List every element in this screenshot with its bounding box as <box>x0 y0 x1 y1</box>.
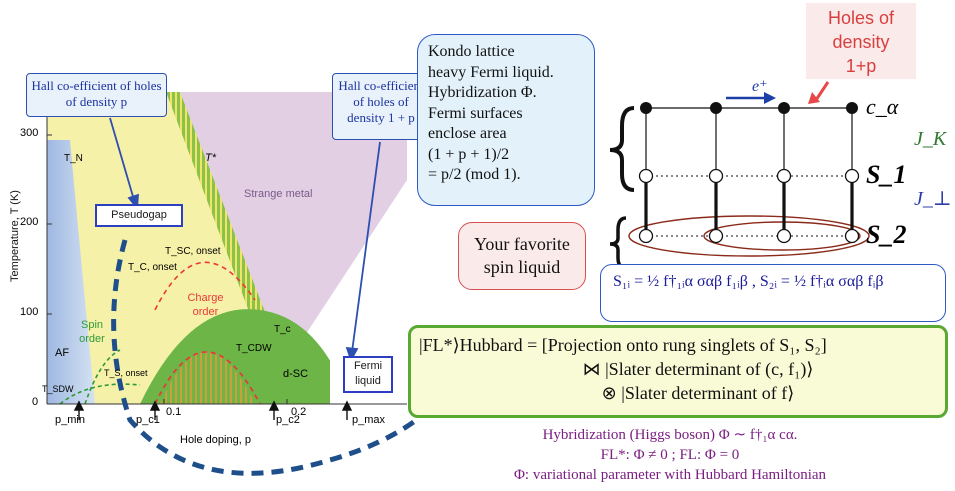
bottom-line-2: FL*: Φ ≠ 0 ; FL: Φ = 0 <box>600 447 740 463</box>
label-fermi-liquid: Fermi liquid <box>343 356 393 393</box>
ladder-lattice <box>609 81 870 268</box>
label-jk: J_K <box>914 128 947 150</box>
holes-line-2: density <box>832 32 890 52</box>
kondo-line-4: Fermi surfaces <box>428 104 523 122</box>
brace-lower <box>609 216 627 268</box>
x-axis-label: Hole doping, p <box>180 434 251 446</box>
spin-operator-box: S₁ᵢ = ½ f†₁ᵢα σαβ f₁ᵢβ , S₂ᵢ = ½ f†ᵢα σα… <box>600 264 946 322</box>
favorite-spin-liquid-box: Your favorite spin liquid <box>458 222 586 290</box>
fl-star-box: |FL*⟩Hubbard = [Projection onto rung sin… <box>408 325 948 418</box>
kondo-lattice-box: Kondo lattice heavy Fermi liquid. Hybrid… <box>417 34 595 206</box>
c-site <box>710 102 722 114</box>
kondo-line-2: heavy Fermi liquid. <box>428 63 554 81</box>
fl-line-1: |FL*⟩Hubbard = [Projection onto rung sin… <box>419 335 827 355</box>
holes-line-3: 1+p <box>845 56 877 76</box>
c-site <box>778 102 790 114</box>
y-tick-100: 100 <box>20 306 39 318</box>
spin-order-line-2 <box>59 383 141 404</box>
s2-site <box>844 228 860 244</box>
s1-site <box>708 168 724 184</box>
tstar-hatch <box>166 92 270 330</box>
fav-line-1: Your favorite <box>474 234 570 254</box>
bottom-line-3: Φ: variational parameter with Hubbard Ha… <box>513 467 827 483</box>
c-site <box>640 102 652 114</box>
y-tick-300: 300 <box>20 127 39 139</box>
s2-site <box>638 228 654 244</box>
marker-pc2: p_c2 <box>276 414 300 426</box>
brace-upper <box>609 106 635 192</box>
label-eplus: e⁺ <box>752 78 768 95</box>
fl-line-2: ⋈ |Slater determinant of (c, f₁)⟩ <box>582 359 814 379</box>
label-tc: T_c <box>274 324 291 335</box>
label-s1: S_1 <box>866 160 907 189</box>
marker-pc1: p_c1 <box>136 414 160 426</box>
label-tsc-onset: T_SC, onset <box>165 246 221 257</box>
kondo-line-3: Hybridization Φ. <box>428 84 537 101</box>
kondo-line-6: (1 + p + 1)/2 <box>428 145 510 163</box>
s2-site <box>708 228 724 244</box>
label-s2: S_2 <box>866 220 907 249</box>
tsc-onset-line <box>154 261 256 311</box>
cdw-hatch <box>160 352 255 404</box>
kondo-line-7: = p/2 (mod 1). <box>428 166 521 183</box>
label-pseudogap: Pseudogap <box>95 204 183 227</box>
label-tstar: T* <box>205 152 216 164</box>
c-site <box>846 102 858 114</box>
label-charge-order: Charge order <box>187 292 224 318</box>
label-c-alpha: c_α <box>866 94 899 119</box>
singlet-loop-outer <box>628 215 870 257</box>
label-tcdw: T_CDW <box>236 343 272 354</box>
label-dsc: d-SC <box>283 368 309 380</box>
charge-order-dome <box>154 351 261 404</box>
phase-diagram <box>46 92 420 476</box>
label-tsdw: T_SDW <box>42 384 74 394</box>
hall-callout-p: Hall co-efficient of holes of density p <box>26 73 167 117</box>
label-spin-order: Spin order <box>79 319 105 345</box>
fl-line-3: ⊗ |Slater determinant of f⟩ <box>601 383 795 403</box>
x-tick-0.2: 0.2 <box>291 406 307 418</box>
kondo-line-1: Kondo lattice <box>428 43 515 60</box>
spin-operator-formula: S₁ᵢ = ½ f†₁ᵢα σαβ f₁ᵢβ , S₂ᵢ = ½ f†ᵢα σα… <box>613 273 884 290</box>
holes-line-1: Holes of <box>827 8 895 28</box>
y-tick-0: 0 <box>32 396 39 408</box>
bottom-line-1: Hybridization (Higgs boson) Φ ∼ f†₁α cα. <box>542 427 798 443</box>
s2-site <box>776 228 792 244</box>
y-axis-label: Temperature, T (K) <box>9 190 21 282</box>
singlet-loop-inner <box>703 221 861 251</box>
kondo-line-5: enclose area <box>428 125 507 142</box>
marker-pmin: p_min <box>55 414 85 426</box>
s1-site <box>638 168 654 184</box>
label-strange-metal: Strange metal <box>244 188 313 200</box>
eplus-arrow-head <box>764 92 776 104</box>
hall-callout-1p: Hall co-efficient of holes of density 1 … <box>332 73 430 140</box>
label-jperp: J_⊥ <box>914 188 952 210</box>
marker-pmax: p_max <box>352 414 386 426</box>
dashed-connector-curve <box>111 239 420 476</box>
y-tick-200: 200 <box>20 216 39 228</box>
fav-line-2: spin liquid <box>483 257 561 277</box>
label-ts-onset: T_S, onset <box>104 368 148 378</box>
s1-site <box>844 168 860 184</box>
holes-density-box: Holes of density 1+p <box>806 3 916 79</box>
spin-order-line <box>84 349 121 404</box>
bottom-text: Hybridization (Higgs boson) Φ ∼ f†₁α cα.… <box>420 425 920 485</box>
holes-arrow-head <box>808 92 820 104</box>
label-tc-onset: T_C, onset <box>128 262 177 273</box>
s1-site <box>776 168 792 184</box>
x-tick-0.1: 0.1 <box>166 406 182 418</box>
label-af: AF <box>55 347 70 359</box>
label-tn: T_N <box>64 153 83 164</box>
af-region <box>47 140 95 404</box>
